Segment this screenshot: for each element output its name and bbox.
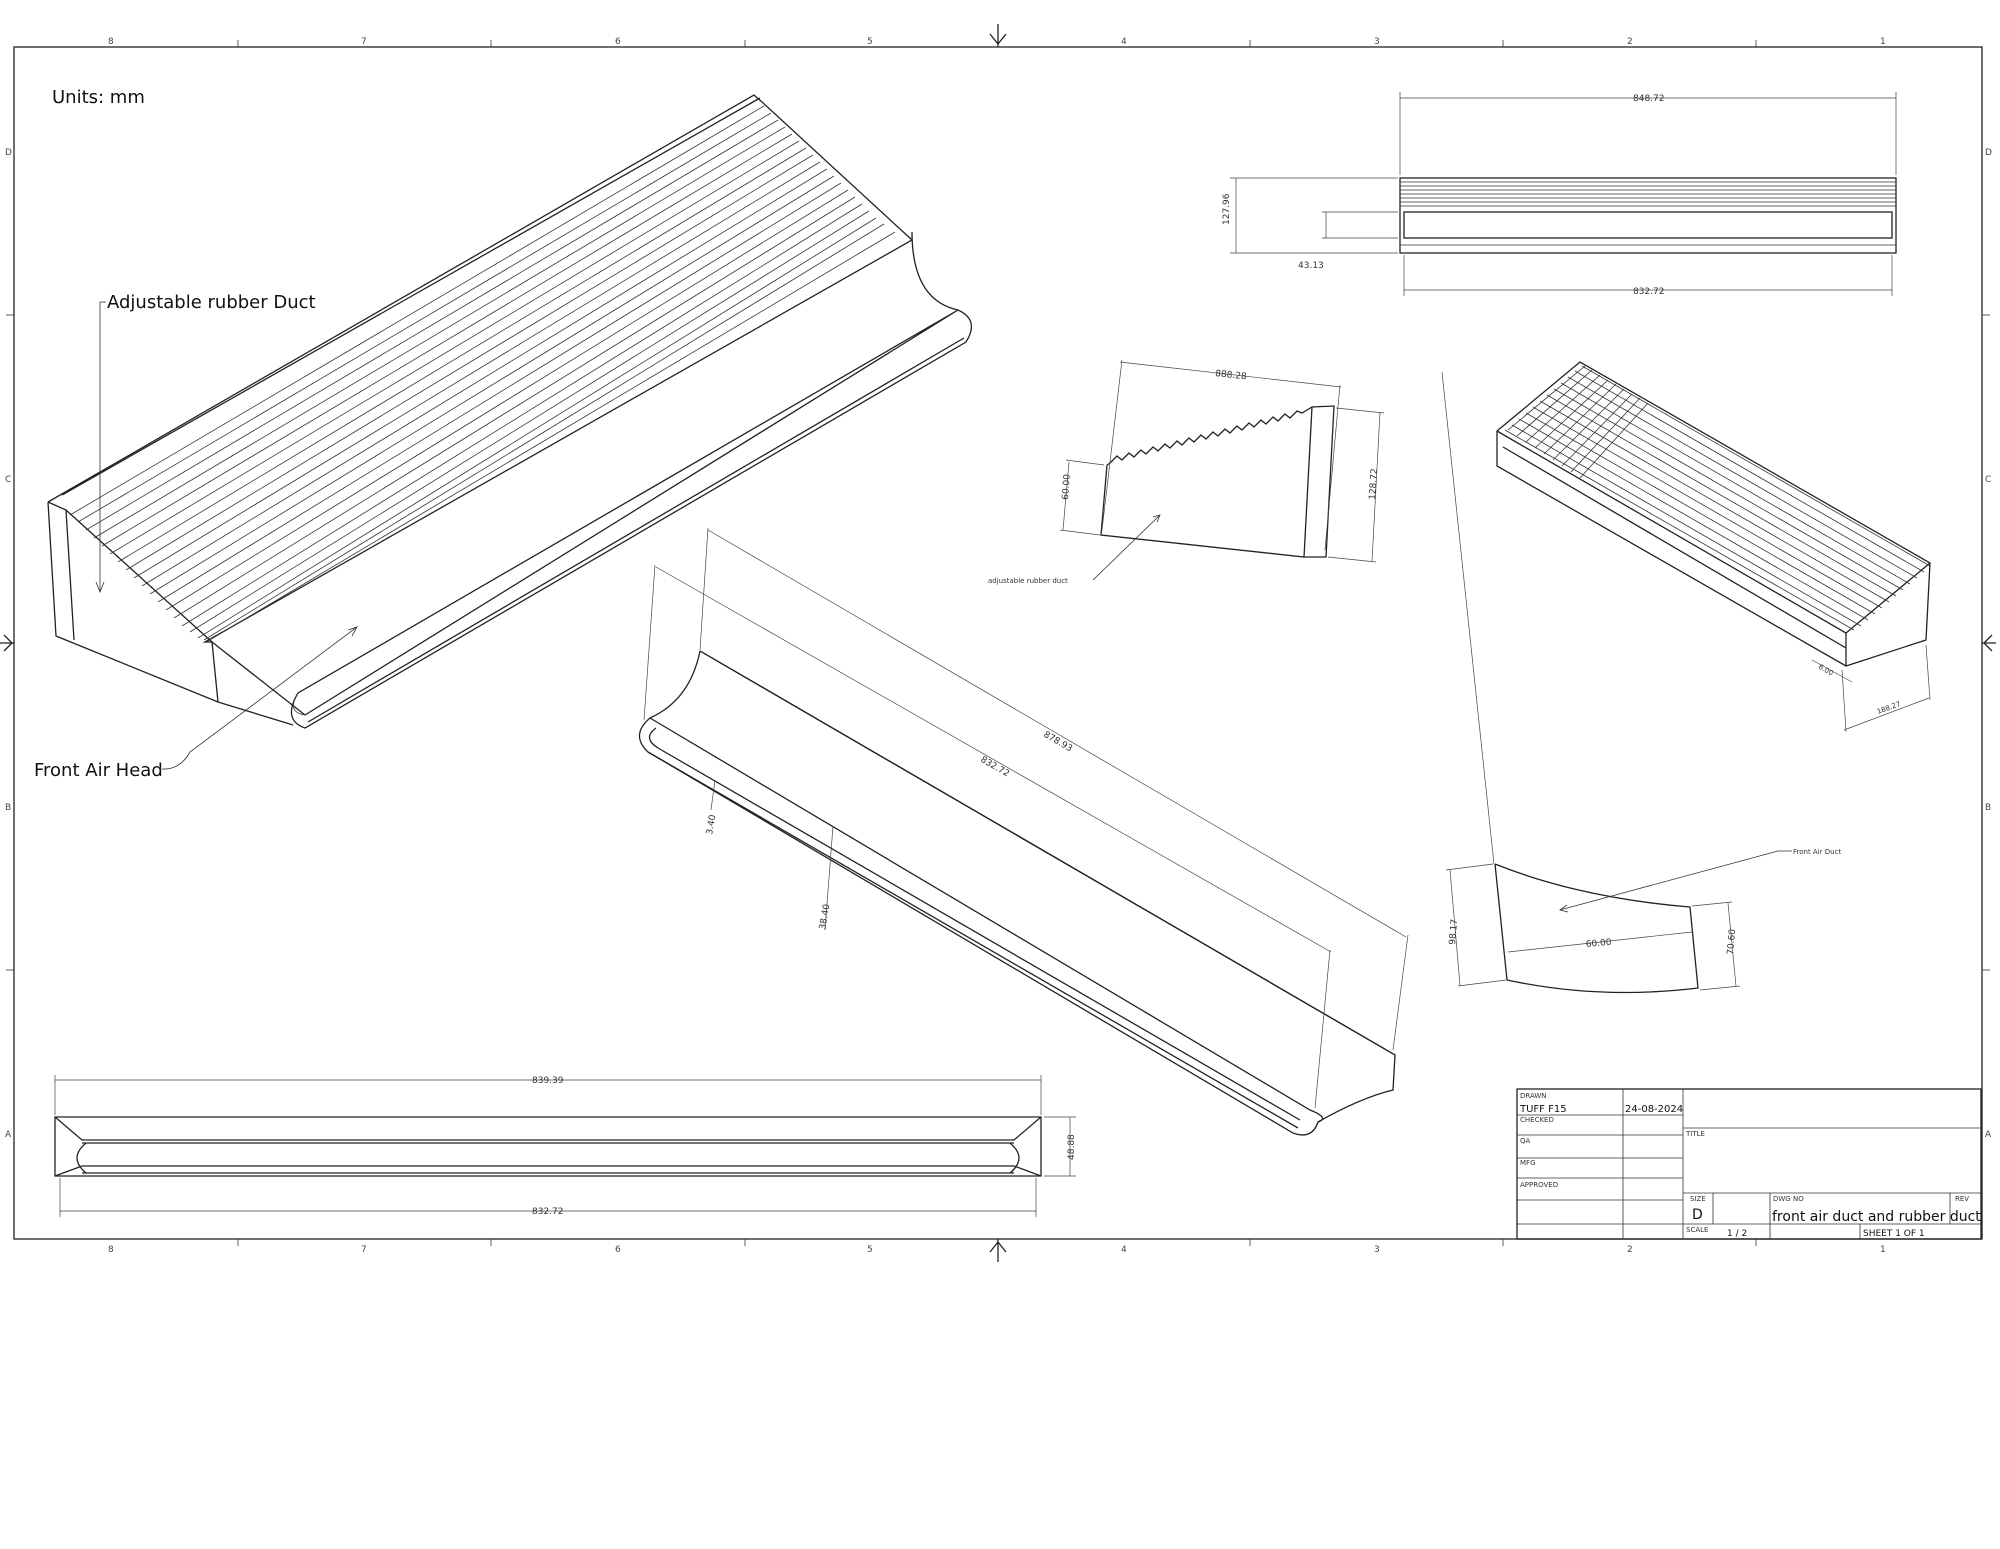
tb-approved-label: APPROVED (1520, 1181, 1558, 1189)
centering-marks (0, 24, 1996, 1262)
callout-adjustable-rubber-duct-label: Adjustable rubber Duct (107, 292, 316, 313)
callout-rubber-duct-small: adjustable rubber duct (988, 577, 1068, 585)
tb-scale-label: SCALE (1686, 1226, 1708, 1234)
tb-size-label: SIZE (1690, 1195, 1706, 1203)
bottom-front-view: 839.39 48.88 832.72 (54, 1075, 1077, 1217)
dim-right-small-a: 6.00 (1817, 663, 1835, 678)
zone-col-top-6: 6 (615, 37, 621, 47)
dim-rubber-width: 888.28 (1215, 369, 1248, 382)
top-view: 848.72 127.96 43.13 832.72 (1222, 92, 1897, 297)
zone-col-top-8: 8 (108, 37, 114, 47)
dim-iso-small-a: 3.40 (705, 814, 718, 836)
tb-drawn-by: TUFF F15 (1519, 1104, 1567, 1115)
zone-row-right-d: D (1985, 148, 1992, 158)
dim-top-inner: 832.72 (1633, 287, 1665, 297)
zone-row-left-c: C (5, 475, 11, 485)
dim-duct-middle: 60.00 (1585, 938, 1612, 950)
rubber-duct-side-view: 888.28 60.00 128.72 adjustable rubber du… (988, 359, 1385, 585)
callout-front-air-head: Front Air Head (34, 626, 358, 781)
zone-row-right-c: C (1985, 475, 1991, 485)
zone-col-bottom-4: 4 (1121, 1245, 1127, 1255)
zone-labels: 8 7 6 5 4 3 2 1 8 7 6 5 4 3 2 1 D C B A … (5, 37, 1992, 1255)
title-block: DRAWN TUFF F15 24-08-2024 CHECKED QA MFG… (1516, 1088, 1982, 1240)
callout-adjustable-rubber-duct: Adjustable rubber Duct (95, 292, 316, 594)
zone-col-top-1: 1 (1880, 37, 1886, 47)
dim-top-height: 127.96 (1222, 193, 1232, 225)
tb-qa-label: QA (1520, 1137, 1531, 1145)
tb-sheet-label: SHEET 1 OF 1 (1863, 1229, 1925, 1239)
zone-row-right-a: A (1985, 1130, 1992, 1140)
callout-front-air-head-label: Front Air Head (34, 760, 163, 781)
tb-drawn-date: 24-08-2024 (1625, 1104, 1683, 1115)
zone-row-left-d: D (5, 148, 12, 158)
zone-col-top-4: 4 (1121, 37, 1127, 47)
zone-col-bottom-6: 6 (615, 1245, 621, 1255)
zone-col-top-5: 5 (867, 37, 873, 47)
dim-top-offset: 43.13 (1298, 261, 1324, 271)
zone-col-bottom-1: 1 (1880, 1245, 1886, 1255)
zone-col-top-7: 7 (361, 37, 367, 47)
front-air-head-isometric-view: 878.93 832.72 3.40 38.40 (638, 527, 1409, 1136)
zone-row-left-a: A (5, 1130, 12, 1140)
zone-ticks (6, 40, 1990, 1246)
zone-row-right-b: B (1985, 803, 1991, 813)
units-note: Units: mm (52, 87, 145, 108)
zone-col-bottom-5: 5 (867, 1245, 873, 1255)
zone-col-bottom-2: 2 (1627, 1245, 1633, 1255)
zone-col-bottom-3: 3 (1374, 1245, 1380, 1255)
dim-bottom-height: 48.88 (1067, 1134, 1077, 1160)
rubber-ribs (69, 105, 896, 642)
dim-duct-left: 98.17 (1448, 919, 1460, 946)
tb-dwg-no-value: front air duct and rubber duct (1772, 1209, 1981, 1225)
tb-rev-label: REV (1955, 1195, 1969, 1203)
tb-mfg-label: MFG (1520, 1159, 1536, 1167)
isometric-assembly-view (47, 94, 973, 729)
dim-duct-right: 70.60 (1726, 928, 1738, 955)
callout-front-air-duct: Front Air Duct (1793, 848, 1841, 856)
zone-col-bottom-7: 7 (361, 1245, 367, 1255)
dim-bottom-inner: 832.72 (532, 1207, 564, 1217)
drawing-frame (13, 46, 1983, 1240)
zone-row-left-b: B (5, 803, 11, 813)
tb-scale-value: 1 / 2 (1727, 1229, 1747, 1239)
dim-iso-small-b: 38.40 (818, 903, 832, 930)
zone-col-top-3: 3 (1374, 37, 1380, 47)
tb-size-value: D (1692, 1207, 1703, 1223)
front-air-duct-side-view: 98.17 60.00 70.60 Front Air Duct (1441, 371, 1841, 994)
tb-drawn-label: DRAWN (1520, 1092, 1547, 1100)
dim-bottom-overall: 839.39 (532, 1076, 564, 1086)
dim-iso-inner: 832.72 (979, 755, 1011, 779)
dim-top-overall: 848.72 (1633, 94, 1665, 104)
dim-rubber-left: 60.00 (1061, 474, 1073, 501)
zone-col-bottom-8: 8 (108, 1245, 114, 1255)
tb-title-label: TITLE (1685, 1130, 1705, 1138)
tb-dwg-no-label: DWG NO (1773, 1195, 1804, 1203)
dim-rubber-right: 128.72 (1368, 468, 1380, 500)
zone-col-top-2: 2 (1627, 37, 1633, 47)
right-isometric-view: 6.00 188.27 (1496, 361, 1931, 733)
tb-checked-label: CHECKED (1520, 1116, 1554, 1124)
